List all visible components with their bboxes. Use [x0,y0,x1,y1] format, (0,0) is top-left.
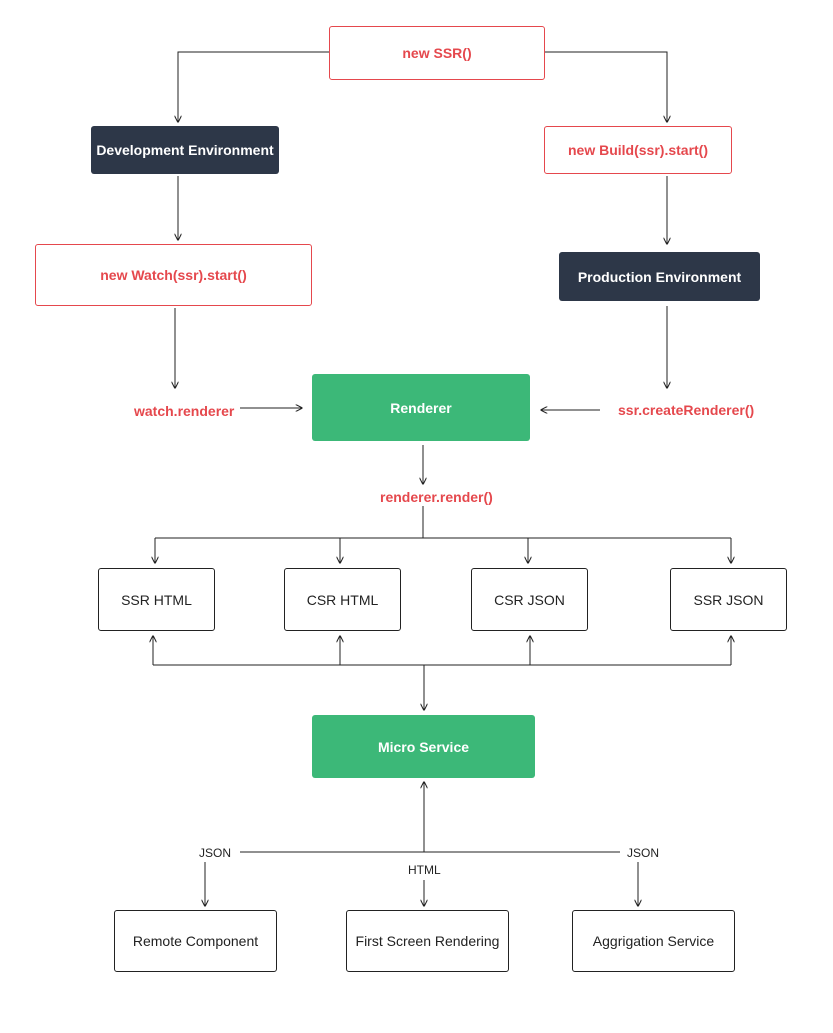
ssr-json-node: SSR JSON [670,568,787,631]
new-watch-label: new Watch(ssr).start() [100,267,247,283]
edge-ssr-to-build [545,51,667,122]
production-environment-label: Production Environment [577,268,742,285]
renderer-render-label: renderer.render() [380,489,493,505]
new-watch-node: new Watch(ssr).start() [35,244,312,306]
html-mid-label: HTML [408,863,441,877]
remote-component-node: Remote Component [114,910,277,972]
aggrigation-service-label: Aggrigation Service [592,933,715,949]
first-screen-rendering-node: First Screen Rendering [346,910,509,972]
first-screen-rendering-label: First Screen Rendering [355,933,500,949]
ssr-json-label: SSR JSON [693,591,764,608]
micro-service-label: Micro Service [377,738,470,755]
development-environment-node: Development Environment [91,126,279,174]
csr-html-label: CSR HTML [306,591,379,608]
ssr-html-node: SSR HTML [98,568,215,631]
development-environment-label: Development Environment [96,142,274,158]
aggrigation-service-node: Aggrigation Service [572,910,735,972]
new-build-label: new Build(ssr).start() [567,142,708,158]
edge-ssr-to-dev [178,51,329,122]
csr-json-label: CSR JSON [494,591,565,608]
renderer-label: Renderer [390,399,452,416]
production-environment-node: Production Environment [559,252,760,301]
micro-service-node: Micro Service [312,715,535,778]
watch-renderer-label: watch.renderer [134,403,235,419]
csr-json-node: CSR JSON [471,568,588,631]
csr-html-node: CSR HTML [284,568,401,631]
new-ssr-label: new SSR() [402,45,472,61]
json-right-label: JSON [627,846,660,860]
json-left-label: JSON [199,846,232,860]
remote-component-label: Remote Component [132,933,259,949]
ssr-html-label: SSR HTML [121,591,192,608]
new-build-node: new Build(ssr).start() [544,126,732,174]
renderer-node: Renderer [312,374,530,441]
new-ssr-node: new SSR() [329,26,545,80]
create-renderer-label: ssr.createRenderer() [618,402,755,418]
